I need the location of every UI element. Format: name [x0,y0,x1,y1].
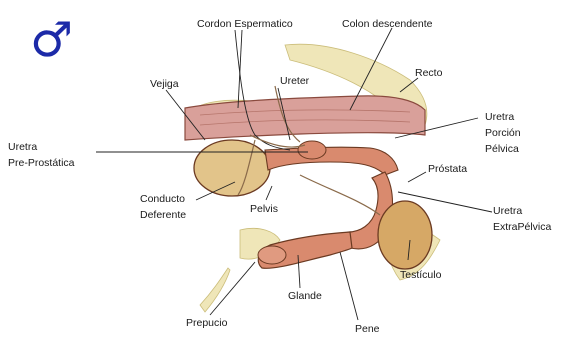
svg-text:Deferente: Deferente [140,209,186,221]
svg-text:Pélvica: Pélvica [485,143,519,155]
svg-text:Uretra: Uretra [485,111,514,123]
prostate [298,141,326,159]
svg-text:Uretra: Uretra [493,205,522,217]
testis [378,201,432,269]
label-testiculo: Testículo [400,269,442,281]
label-pelvis: Pelvis [250,203,278,215]
label-recto: Recto [415,67,443,79]
svg-text:Conducto: Conducto [140,193,185,205]
svg-text:Pre-Prostática: Pre-Prostática [8,157,75,169]
svg-text:Porción: Porción [485,127,521,139]
label-prepucio: Prepucio [186,317,228,329]
bladder [194,140,270,196]
label-glande: Glande [288,290,322,302]
label-vejiga: Vejiga [150,78,179,90]
glans [258,246,286,264]
pelvic-urethra [265,147,398,175]
svg-text:ExtraPélvica: ExtraPélvica [493,221,552,233]
label-pene: Pene [355,323,380,335]
male-symbol-icon: ♂ [30,12,73,68]
label-colon-descendente: Colon descendente [342,18,433,30]
label-uretra-pelvica: Uretra Porción Pélvica [485,111,521,155]
label-uretra-extrapelvica: Uretra ExtraPélvica [493,205,552,233]
svg-text:Uretra: Uretra [8,141,37,153]
label-cordon-espermatico: Cordon Espermatico [197,18,293,30]
label-conducto-deferente: Conducto Deferente [140,193,186,221]
label-ureter: Ureter [280,75,310,87]
label-uretra-pre-prostatica: Uretra Pre-Prostática [8,141,75,169]
label-prostata: Próstata [428,163,467,175]
